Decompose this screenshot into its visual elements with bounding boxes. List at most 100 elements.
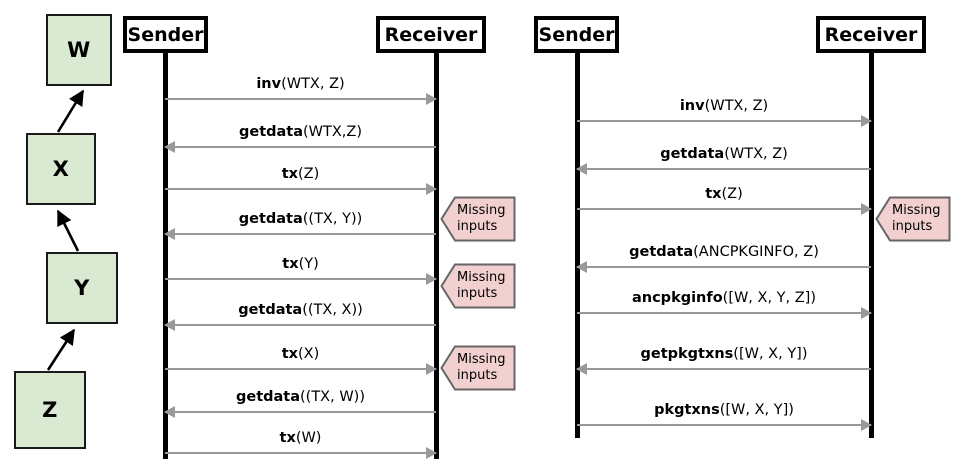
arrowhead-right-icon: [861, 203, 872, 215]
message-line: [577, 266, 871, 268]
message-label: ancpkginfo([W, X, Y, Z]): [577, 290, 871, 306]
arrowhead-left-icon: [164, 319, 175, 331]
callout-pentagon-icon: [440, 263, 516, 309]
message-getdata-5: getdata((TX, X)): [164, 302, 436, 331]
message-args: (Z): [721, 186, 743, 202]
message-name: tx: [705, 186, 722, 202]
message-line: [165, 188, 436, 190]
message-line: [165, 411, 436, 413]
message-args: (WTX, Z): [724, 146, 788, 162]
message-inv-0: inv(WTX, Z): [165, 76, 437, 105]
message-name: tx: [281, 166, 299, 182]
message-line: [165, 368, 436, 370]
message-pkgtxns-6: pkgtxns([W, X, Y]): [577, 402, 872, 431]
message-label: tx(Z): [165, 166, 436, 182]
arrowhead-left-icon: [164, 406, 175, 418]
lifeline-receiver: [434, 53, 439, 459]
dag-node-z: Z: [14, 371, 86, 449]
dag-node-y: Y: [46, 252, 118, 324]
message-getdata-3: getdata((TX, Y)): [164, 211, 436, 240]
message-tx-6: tx(X): [165, 346, 437, 375]
dag-node-label: Y: [74, 276, 90, 300]
actor-header-label: Sender: [127, 23, 204, 46]
arrowhead-right-icon: [426, 93, 437, 105]
message-label: getdata((TX, W)): [165, 389, 436, 405]
message-line: [165, 233, 436, 235]
arrowhead-left-icon: [576, 363, 587, 375]
message-args: (Y): [298, 256, 319, 272]
message-args: ([W, X, Y, Z]): [722, 290, 816, 306]
lifeline-sender: [575, 53, 580, 438]
message-line: [577, 368, 871, 370]
message-getdata-3: getdata(ANCPKGINFO, Z): [576, 244, 871, 273]
actor-header-receiver: Receiver: [376, 16, 486, 53]
message-label: getdata(WTX, Z): [577, 146, 871, 162]
dag-node-label: W: [67, 38, 91, 62]
callout-line-1: Missing: [457, 270, 506, 285]
message-name: getdata: [238, 211, 303, 227]
arrowhead-right-icon: [426, 363, 437, 375]
message-args: ((TX, Y)): [302, 211, 363, 227]
actor-header-sender: Sender: [534, 16, 619, 53]
message-tx-8: tx(W): [165, 430, 437, 459]
actor-header-label: Sender: [538, 23, 615, 46]
message-name: tx: [282, 256, 299, 272]
arrowhead-left-icon: [576, 163, 587, 175]
message-label: inv(WTX, Z): [577, 98, 871, 114]
message-args: (ANCPKGINFO, Z): [693, 244, 819, 260]
message-label: pkgtxns([W, X, Y]): [577, 402, 871, 418]
message-label: tx(Z): [577, 186, 871, 202]
message-name: ancpkginfo: [631, 290, 723, 306]
arrowhead-right-icon: [861, 307, 872, 319]
message-tx-4: tx(Y): [165, 256, 437, 285]
arrowhead-left-icon: [164, 228, 175, 240]
message-line: [577, 120, 871, 122]
message-args: (W): [295, 430, 322, 446]
callout-pentagon-icon: [440, 196, 516, 242]
message-label: tx(Y): [165, 256, 436, 272]
message-name: getdata: [629, 244, 694, 260]
arrowhead-right-icon: [861, 115, 872, 127]
message-args: (WTX, Z): [704, 98, 769, 114]
message-line: [165, 452, 436, 454]
arrowhead-right-icon: [861, 419, 872, 431]
message-name: getdata: [235, 389, 301, 405]
message-tx-2: tx(Z): [165, 166, 437, 195]
arrowhead-left-icon: [576, 261, 587, 273]
lifeline-sender: [163, 53, 168, 459]
callout-line-2: inputs: [457, 219, 498, 234]
message-ancpkginfo-4: ancpkginfo([W, X, Y, Z]): [577, 290, 872, 319]
message-args: (WTX,Z): [303, 124, 362, 140]
callout-line-1: Missing: [892, 203, 941, 218]
callout-line-2: inputs: [892, 219, 933, 234]
message-label: tx(W): [165, 430, 436, 446]
message-args: ([W, X, Y]): [719, 402, 794, 418]
message-tx-2: tx(Z): [577, 186, 872, 215]
message-getdata-1: getdata(WTX,Z): [164, 124, 436, 153]
message-name: pkgtxns: [654, 402, 720, 418]
callout-pentagon-icon: [875, 196, 951, 242]
actor-header-sender: Sender: [123, 16, 208, 53]
message-name: getdata: [238, 302, 303, 318]
arrowhead-right-icon: [426, 273, 437, 285]
callout-line-2: inputs: [457, 368, 498, 383]
message-args: ((TX, X)): [302, 302, 363, 318]
message-args: ((TX, W)): [300, 389, 365, 405]
dag-edge-x-to-w: [56, 89, 85, 133]
dag-edge-z-to-y: [46, 328, 76, 371]
dag-node-w: W: [46, 14, 112, 86]
message-label: inv(WTX, Z): [165, 76, 436, 92]
message-line: [165, 98, 436, 100]
message-label: getpkgtxns([W, X, Y]): [577, 346, 871, 362]
actor-header-label: Receiver: [384, 23, 478, 46]
message-label: getdata((TX, Y)): [165, 211, 436, 227]
dag-node-label: Z: [42, 398, 58, 422]
message-line: [165, 146, 436, 148]
callout-line-1: Missing: [457, 352, 506, 367]
callout-line-1: Missing: [457, 203, 506, 218]
